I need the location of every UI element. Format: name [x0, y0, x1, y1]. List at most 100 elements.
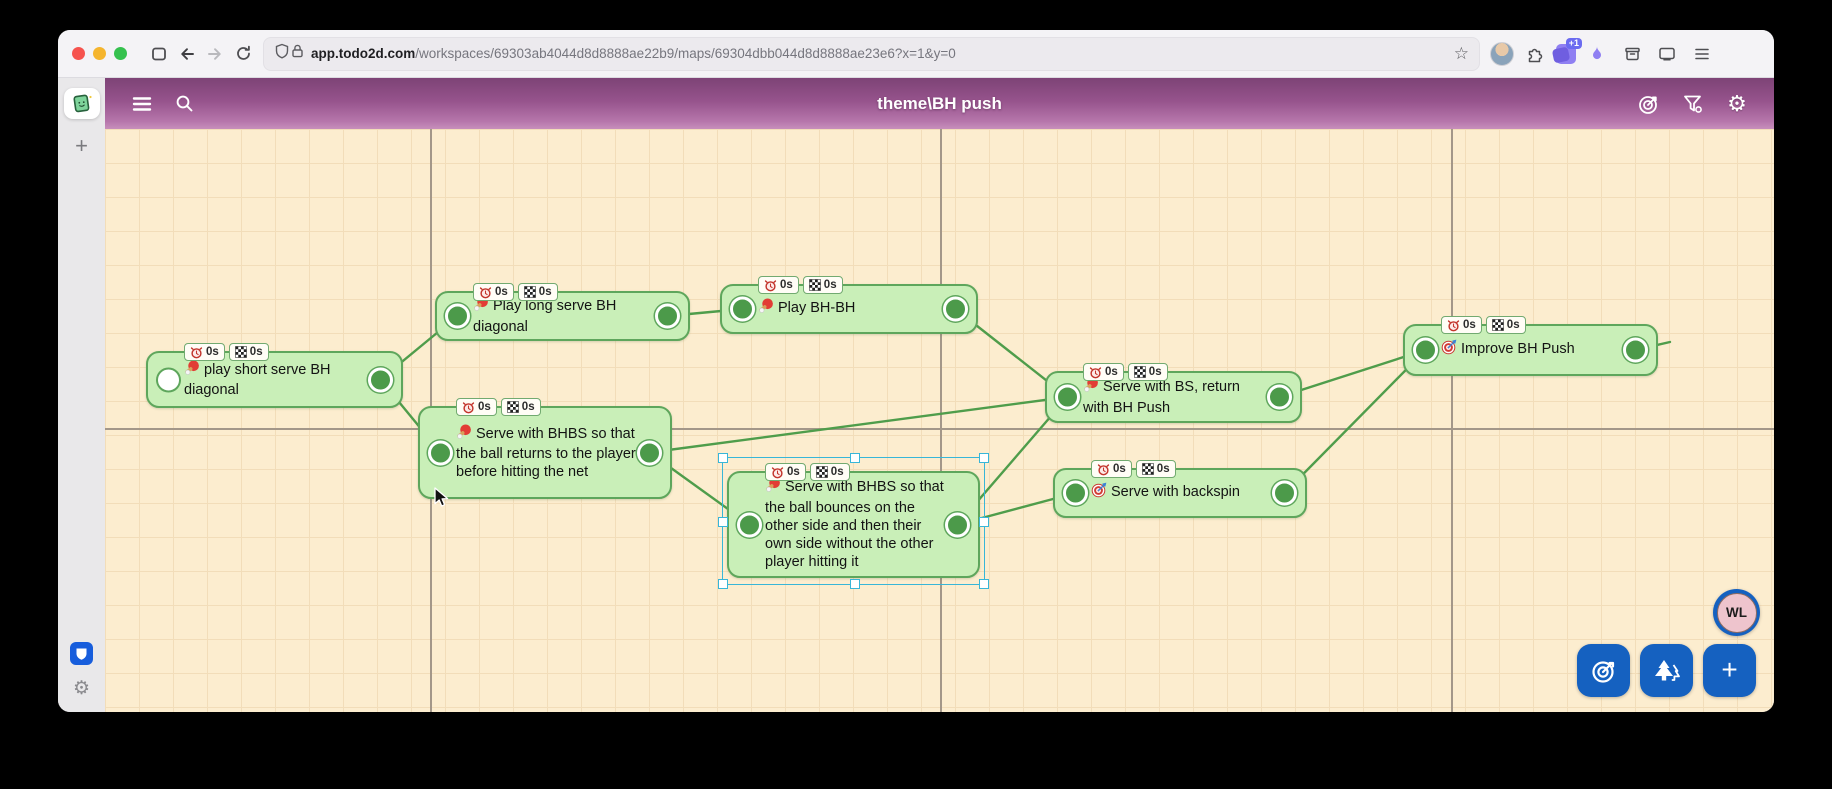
sidebar-settings-icon[interactable]: ⚙ [72, 678, 91, 699]
screen-share-icon[interactable] [1653, 40, 1681, 68]
task-label: Play BH-BH [778, 300, 856, 317]
lock-icon[interactable] [290, 43, 305, 64]
selection-handle[interactable] [979, 517, 989, 527]
input-port[interactable] [445, 303, 470, 329]
browser-window: app.todo2d.com/workspaces/69303ab4044d8d… [58, 30, 1774, 712]
back-button[interactable] [173, 40, 201, 68]
address-bar[interactable]: app.todo2d.com/workspaces/69303ab4044d8d… [263, 36, 1480, 71]
output-port[interactable] [637, 440, 662, 465]
grid-major-vline [940, 129, 942, 712]
badge-value: 0s [1156, 462, 1170, 475]
input-port[interactable] [1055, 384, 1080, 410]
selection-handle[interactable] [979, 579, 989, 589]
input-port[interactable] [428, 440, 453, 465]
timer-icon [462, 401, 475, 414]
output-port[interactable] [1267, 384, 1292, 410]
browser-toolbar: app.todo2d.com/workspaces/69303ab4044d8d… [58, 30, 1774, 78]
settings-gear-icon[interactable]: ⚙ [1727, 90, 1747, 116]
selection-handle[interactable] [718, 579, 728, 589]
reload-button[interactable] [229, 40, 257, 68]
badge-value: 0s [823, 278, 837, 291]
extensions-puzzle-icon[interactable] [1521, 40, 1549, 68]
extension-icon[interactable]: +1 [1556, 37, 1582, 64]
finish-icon [1141, 463, 1154, 475]
badge-finish: 0s [1127, 363, 1168, 381]
search-icon[interactable] [167, 87, 201, 121]
badge-finish: 0s [802, 276, 843, 294]
badge-value: 0s [206, 345, 219, 358]
input-port[interactable] [737, 512, 762, 537]
goal-fab-button[interactable] [1577, 644, 1630, 697]
input-port[interactable] [730, 296, 755, 322]
input-port[interactable] [156, 367, 181, 392]
output-port[interactable] [655, 303, 680, 329]
edges-layer [379, 307, 1672, 526]
password-manager-icon[interactable] [70, 642, 93, 665]
todo2d-logo[interactable] [63, 88, 100, 119]
task-label: Serve with BHBS so that the ball returns… [456, 425, 636, 481]
badge-value: 0s [1113, 462, 1126, 475]
hamburger-menu-icon[interactable] [125, 87, 159, 121]
node-badges: 0s 0s [184, 343, 269, 361]
edge-line [1283, 348, 1427, 495]
finish-icon [523, 286, 536, 298]
output-port[interactable] [945, 512, 970, 537]
tracking-shield-icon[interactable] [274, 43, 290, 65]
output-port[interactable] [1272, 480, 1297, 506]
edge-line [1278, 348, 1427, 399]
browser-profile-avatar[interactable] [1490, 41, 1514, 66]
selection-handle[interactable] [718, 517, 728, 527]
badge-finish: 0s [517, 283, 558, 301]
add-workspace-button[interactable]: + [75, 133, 88, 158]
output-port[interactable] [1623, 337, 1648, 363]
selection-handle[interactable] [849, 579, 860, 589]
flame-extension-icon[interactable] [1583, 40, 1611, 68]
workspace-sidebar: + ⚙ [58, 78, 105, 712]
output-port[interactable] [943, 296, 968, 322]
zoom-window-button[interactable] [114, 47, 127, 60]
task-label: Play long serve BH diagonal [473, 298, 617, 335]
forward-button[interactable] [201, 40, 229, 68]
add-task-fab-button[interactable]: + [1703, 644, 1756, 697]
user-avatar[interactable]: WL [1713, 589, 1760, 636]
menu-icon[interactable] [1688, 40, 1716, 68]
badge-timer: 0s [765, 463, 806, 481]
selection-handle[interactable] [718, 453, 728, 463]
url-path: /workspaces/69303ab4044d8d8888ae22b9/map… [415, 46, 956, 61]
filter-icon[interactable] [1676, 87, 1710, 121]
output-port[interactable] [368, 367, 393, 392]
input-port[interactable] [1063, 480, 1088, 506]
close-window-button[interactable] [72, 47, 85, 60]
tab-overview-icon[interactable] [145, 40, 173, 68]
badge-finish: 0s [1135, 460, 1176, 478]
goal-target-icon[interactable] [1632, 87, 1666, 121]
paddle-icon [758, 298, 774, 319]
finish-icon [1491, 319, 1504, 331]
url-text[interactable]: app.todo2d.com/workspaces/69303ab4044d8d… [311, 46, 1454, 61]
finish-icon [1133, 366, 1146, 378]
selection-handle[interactable] [849, 453, 860, 463]
map-header: theme\BH push ⚙ [105, 78, 1774, 129]
task-label: Improve BH Push [1461, 341, 1575, 358]
badge-value: 0s [1463, 318, 1476, 331]
archive-icon[interactable] [1618, 40, 1646, 68]
forest-fab-button[interactable] [1640, 644, 1693, 697]
bookmark-star-icon[interactable]: ☆ [1453, 44, 1469, 63]
badge-value: 0s [249, 345, 263, 358]
minimize-window-button[interactable] [93, 47, 106, 60]
selection-handle[interactable] [979, 453, 989, 463]
input-port[interactable] [1413, 337, 1438, 363]
